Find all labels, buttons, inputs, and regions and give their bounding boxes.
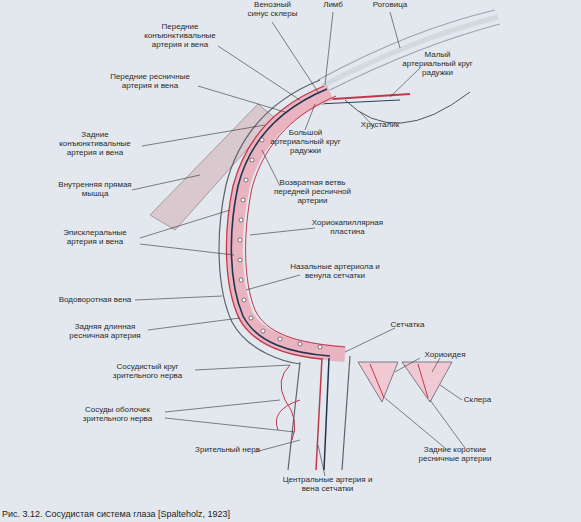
leader-line <box>148 318 240 330</box>
part-label: Задние конъюнктивальные артерия и вена <box>45 130 145 157</box>
sclera-outline <box>219 80 320 364</box>
dot <box>298 342 302 346</box>
part-label: Задняя длинная ресничная артерия <box>55 322 155 340</box>
dot <box>318 345 322 349</box>
leader-line <box>390 12 400 48</box>
leader-line <box>272 22 318 92</box>
leader-line <box>345 328 395 352</box>
part-label: Внутренняя прямая мышца <box>50 180 140 198</box>
nerve-sheath <box>288 362 300 470</box>
leader-line <box>255 440 300 452</box>
leader-line <box>250 228 315 235</box>
dot <box>238 238 242 242</box>
dot <box>249 316 253 320</box>
leader-line <box>135 296 222 300</box>
part-label: Возвратная ветвь передней ресничной арте… <box>265 178 360 205</box>
part-label: Лимб <box>318 0 348 9</box>
part-label: Водоворотная вена <box>50 295 140 304</box>
cornea-inner <box>330 24 500 90</box>
leader-line <box>142 125 265 146</box>
leader-line <box>246 275 300 290</box>
dot <box>278 337 282 341</box>
leader-line <box>305 104 315 130</box>
central-vein <box>324 358 329 470</box>
leader-line <box>262 150 280 186</box>
part-label: Хориокапиллярная пластина <box>305 218 390 236</box>
part-label: Центральные артерия и вена сетчатки <box>280 475 375 493</box>
sheath-vessel <box>276 400 300 430</box>
leader-line <box>218 46 300 100</box>
part-label: Малый артериальный круг радужки <box>400 50 475 77</box>
leader-line <box>195 365 290 370</box>
cornea-body <box>322 17 498 86</box>
dot <box>244 178 248 182</box>
artery-line <box>226 86 324 359</box>
part-label: Сетчатка <box>380 320 435 329</box>
part-label: Сосудистый круг зрительного нерва <box>95 362 200 380</box>
leader-line <box>132 175 200 190</box>
dot <box>250 158 254 162</box>
part-label: Передние конъюнктивальные артерия и вена <box>130 22 230 49</box>
nerve-sheath <box>342 356 350 470</box>
iris-vein <box>318 100 400 104</box>
part-label: Роговица <box>365 0 415 9</box>
part-label: Назальные артериола и венула сетчатки <box>290 262 380 280</box>
dot <box>242 298 246 302</box>
part-label: Хориоидея <box>415 350 475 359</box>
leader-line <box>385 398 465 448</box>
leader-line <box>390 68 420 97</box>
dot <box>239 218 243 222</box>
inset-section <box>358 362 398 402</box>
leader-line <box>140 210 234 255</box>
dot <box>239 278 243 282</box>
central-artery <box>316 358 322 470</box>
leader-line <box>318 445 325 476</box>
part-label: Задние короткие ресничные артерии <box>410 445 500 463</box>
leader-line <box>198 86 285 112</box>
part-label: Хрусталик <box>350 120 410 129</box>
dot <box>238 258 242 262</box>
choriocapillaris-dots <box>238 138 322 349</box>
dot <box>261 329 265 333</box>
dot <box>260 138 264 142</box>
part-label: Сосуды оболочек зрительного нерва <box>65 405 170 423</box>
part-label: Склера <box>455 395 500 404</box>
part-label: Эписклеральные артерия и вена <box>50 228 140 246</box>
part-label: Зрительный нерв <box>195 445 260 454</box>
leader-line <box>395 358 440 372</box>
leader-lines <box>132 12 465 476</box>
leader-line <box>440 385 462 400</box>
figure-caption: Рис. 3.12. Сосудистая система глаза [Spa… <box>2 509 230 520</box>
dot <box>241 198 245 202</box>
leader-line <box>325 12 333 85</box>
part-label: Передние ресничные артерия и вена <box>100 72 200 90</box>
part-label: Большой артериальный круг радужки <box>268 128 343 155</box>
leader-line <box>165 400 295 432</box>
inset-artery <box>370 364 428 398</box>
part-label: Венозный синус склеры <box>245 0 300 18</box>
